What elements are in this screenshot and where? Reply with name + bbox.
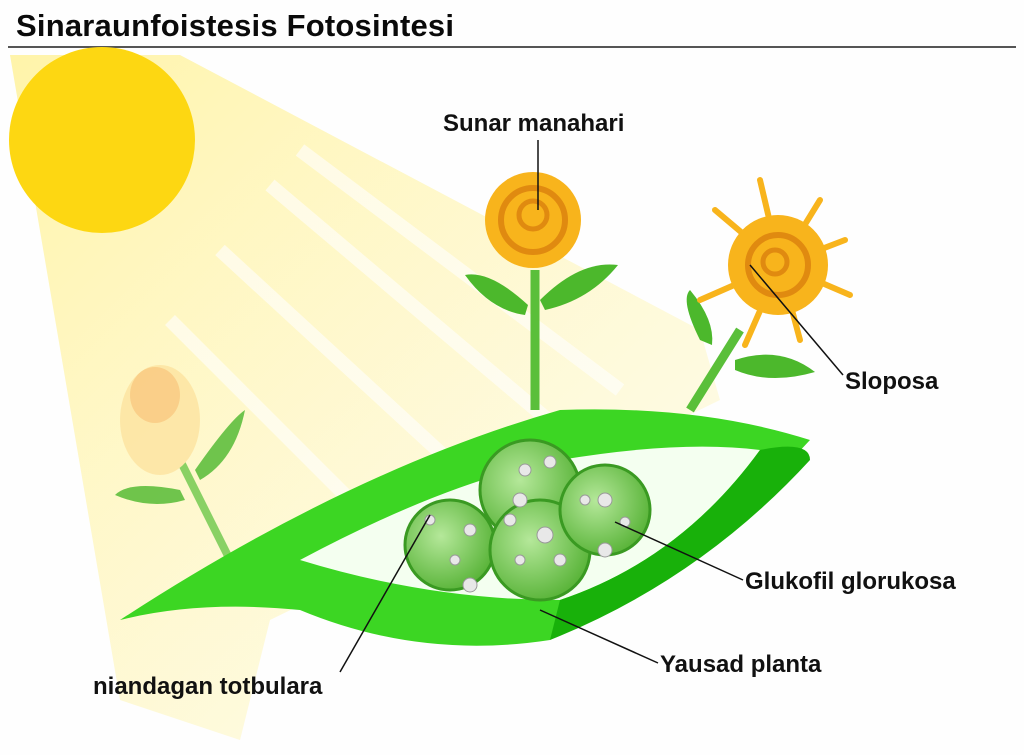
light-rays xyxy=(165,144,625,535)
diagram-title: Sinaraunfoistesis Fotosintesi xyxy=(16,8,455,43)
right-flower-icon xyxy=(686,177,853,413)
title-divider xyxy=(8,46,1016,48)
label-chloroplast: Glukofil glorukosa xyxy=(745,568,956,595)
center-flower-icon xyxy=(465,172,618,410)
leaf-cross-section xyxy=(120,409,810,646)
label-sun: Sunar manahari xyxy=(443,110,625,137)
leader-lines xyxy=(339,140,844,673)
label-leaf: Yausad planta xyxy=(660,651,822,678)
sunlight-beam xyxy=(10,55,720,740)
glucose-granules xyxy=(424,455,631,593)
label-right-flower: Sloposa xyxy=(845,368,939,395)
faded-flower-icon xyxy=(115,365,245,582)
sun-icon xyxy=(9,47,195,233)
label-bottom-left: niandagan totbulara xyxy=(93,673,323,700)
